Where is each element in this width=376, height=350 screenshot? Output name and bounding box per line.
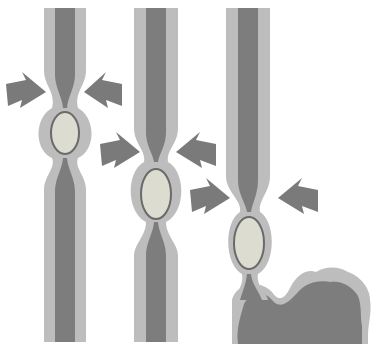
squeeze-arrow-icon — [84, 72, 122, 108]
lumen-3-upper — [238, 8, 258, 212]
squeeze-arrow-icon — [100, 132, 140, 168]
squeeze-arrow-icon — [190, 178, 230, 214]
bolus-3 — [234, 217, 264, 269]
panel-3 — [190, 8, 371, 344]
squeeze-arrow-icon — [176, 132, 216, 168]
squeeze-arrow-icon — [278, 178, 318, 214]
bolus-1 — [51, 112, 79, 154]
panel-2 — [100, 8, 216, 342]
panel-1 — [6, 8, 122, 342]
lumen-1-lower — [55, 158, 75, 342]
lumen-2-upper — [146, 8, 166, 162]
bolus-2 — [141, 169, 171, 219]
squeeze-arrow-icon — [6, 72, 46, 108]
